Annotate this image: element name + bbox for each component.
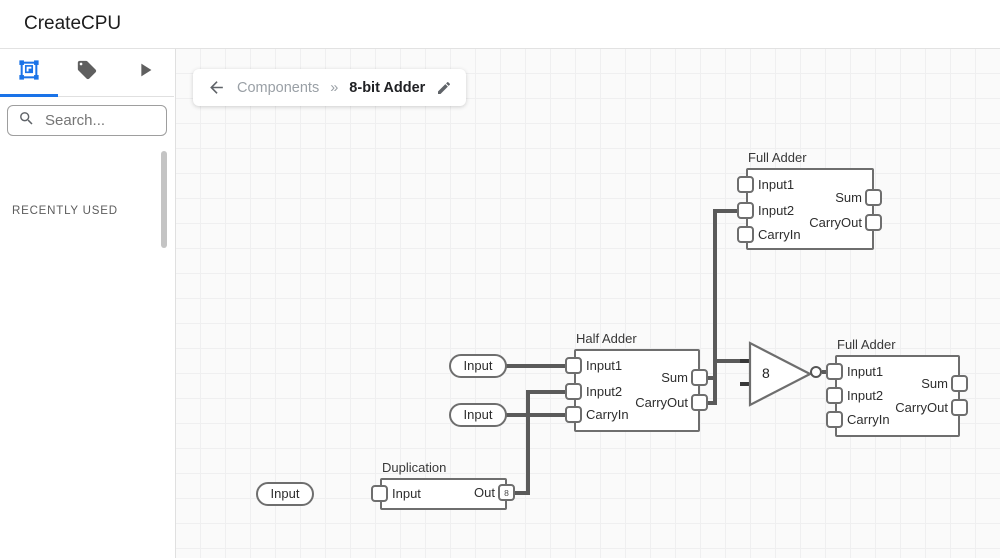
buffer-bubble bbox=[810, 366, 822, 378]
buffer-width-label: 8 bbox=[762, 365, 770, 381]
port[interactable] bbox=[737, 202, 754, 219]
buffer-gate[interactable] bbox=[748, 341, 813, 407]
port[interactable] bbox=[826, 387, 843, 404]
wire[interactable] bbox=[705, 376, 717, 380]
play-icon bbox=[134, 59, 156, 86]
input-node[interactable]: Input bbox=[256, 482, 314, 506]
port-label: Out bbox=[474, 485, 495, 500]
app-title: CreateCPU bbox=[24, 13, 122, 34]
port-label: CarryOut bbox=[809, 215, 862, 230]
wire[interactable] bbox=[526, 390, 530, 495]
circuit-canvas[interactable] bbox=[175, 48, 1000, 558]
tab-simulate[interactable] bbox=[116, 48, 174, 96]
sidebar-tabbar bbox=[0, 48, 174, 97]
breadcrumb: Components » 8-bit Adder bbox=[193, 69, 467, 106]
wire[interactable] bbox=[822, 370, 829, 374]
port[interactable] bbox=[565, 406, 582, 423]
port[interactable] bbox=[371, 485, 388, 502]
app-header: CreateCPU bbox=[0, 0, 1000, 49]
port[interactable] bbox=[691, 394, 708, 411]
port-label: Sum bbox=[921, 376, 948, 391]
port[interactable] bbox=[737, 226, 754, 243]
port[interactable] bbox=[826, 411, 843, 428]
port-label: Input2 bbox=[586, 384, 623, 399]
wire[interactable] bbox=[705, 401, 717, 405]
search-input[interactable] bbox=[43, 111, 157, 130]
port[interactable] bbox=[565, 357, 582, 374]
breadcrumb-separator: » bbox=[330, 79, 339, 96]
component-title: Full Adder bbox=[748, 150, 807, 165]
breadcrumb-current: 8-bit Adder bbox=[349, 79, 426, 96]
search-box[interactable] bbox=[7, 105, 167, 136]
port-label: Input2 bbox=[758, 203, 795, 218]
port[interactable] bbox=[565, 383, 582, 400]
edit-name-button[interactable] bbox=[436, 80, 452, 96]
sidebar-scrollbar[interactable] bbox=[161, 151, 167, 248]
component-title: Duplication bbox=[382, 460, 447, 475]
wire[interactable] bbox=[505, 413, 568, 417]
component-box[interactable] bbox=[574, 349, 700, 432]
back-button[interactable] bbox=[207, 78, 226, 97]
component-select-icon bbox=[18, 59, 40, 86]
breadcrumb-parent[interactable]: Components bbox=[237, 79, 320, 96]
port-label: Input2 bbox=[847, 388, 884, 403]
port-label: CarryIn bbox=[847, 412, 890, 427]
gate-stub bbox=[740, 359, 752, 363]
wire[interactable] bbox=[526, 390, 568, 394]
port[interactable] bbox=[951, 399, 968, 416]
active-tab-indicator bbox=[0, 94, 58, 97]
port[interactable] bbox=[691, 369, 708, 386]
section-recently-used: RECENTLY USED bbox=[12, 205, 118, 217]
wire[interactable] bbox=[713, 359, 752, 363]
wire[interactable] bbox=[505, 364, 568, 368]
port-label: Sum bbox=[661, 370, 688, 385]
component-title: Half Adder bbox=[576, 331, 637, 346]
port-label: Input bbox=[392, 486, 421, 501]
port[interactable] bbox=[737, 176, 754, 193]
search-icon bbox=[8, 110, 43, 132]
component-box[interactable] bbox=[835, 355, 960, 437]
port[interactable] bbox=[951, 375, 968, 392]
port[interactable]: 8 bbox=[498, 484, 515, 501]
tag-icon bbox=[76, 59, 98, 86]
tab-components[interactable] bbox=[0, 48, 58, 97]
port-label: CarryIn bbox=[586, 407, 629, 422]
input-node[interactable]: Input bbox=[449, 403, 507, 427]
port-label: CarryOut bbox=[635, 395, 688, 410]
gate-stub bbox=[740, 382, 752, 386]
port-label: Input1 bbox=[847, 364, 884, 379]
tab-tags[interactable] bbox=[58, 48, 116, 96]
port-label: CarryIn bbox=[758, 227, 801, 242]
port[interactable] bbox=[865, 214, 882, 231]
port-label: Input1 bbox=[758, 177, 795, 192]
wire[interactable] bbox=[713, 209, 740, 213]
wire[interactable] bbox=[515, 491, 530, 495]
input-node[interactable]: Input bbox=[449, 354, 507, 378]
port-label: CarryOut bbox=[895, 400, 948, 415]
port[interactable] bbox=[826, 363, 843, 380]
component-title: Full Adder bbox=[837, 337, 896, 352]
sidebar: RECENTLY USED PRIMITIVES bbox=[0, 48, 176, 558]
component-box[interactable] bbox=[746, 168, 874, 250]
wire[interactable] bbox=[713, 209, 717, 405]
port-label: Input1 bbox=[586, 358, 623, 373]
port-label: Sum bbox=[835, 190, 862, 205]
port[interactable] bbox=[865, 189, 882, 206]
